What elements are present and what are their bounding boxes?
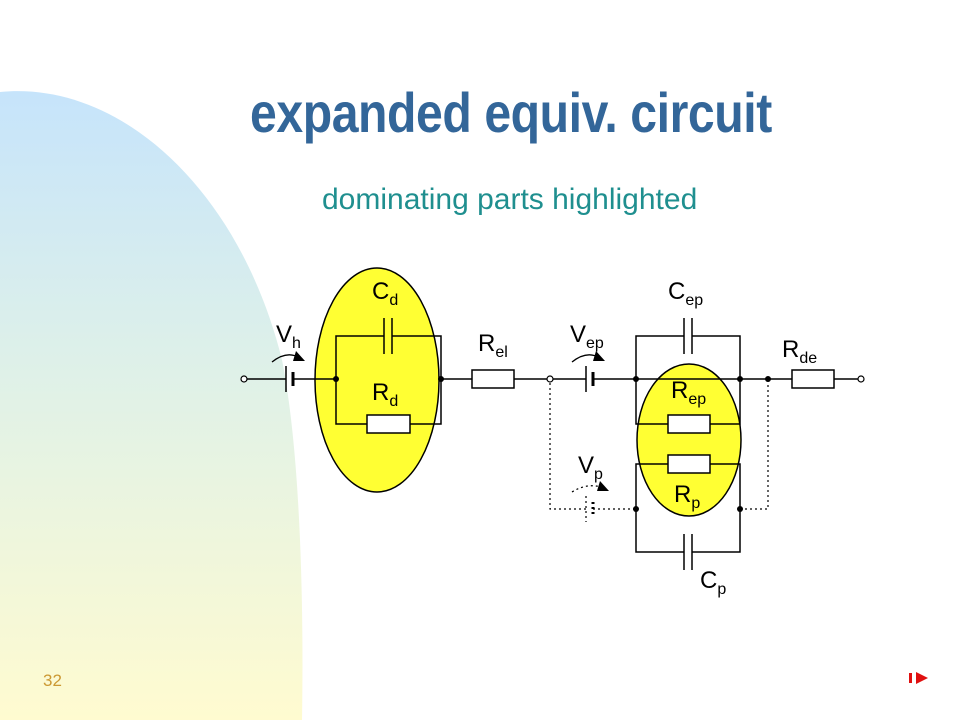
slide-title: expanded equiv. circuit: [250, 81, 772, 144]
node-p-right: [737, 506, 743, 512]
terminal-junction: [546, 375, 554, 383]
terminal-right: [857, 375, 865, 383]
wire-cd-loop: [335, 335, 442, 379]
label-vep: Vep: [570, 321, 604, 352]
wire-cp-loop: [635, 509, 741, 553]
label-rd: Rd: [372, 379, 398, 410]
vp-arrow-head: [597, 481, 609, 491]
slide-subtitle: dominating parts highlighted: [322, 183, 698, 216]
resistor-rp: [667, 454, 711, 474]
wire-dotted-left: [549, 383, 586, 510]
label-rp: Rp: [674, 481, 700, 512]
label-rde: Rde: [782, 336, 817, 367]
slide-page-number: 32: [43, 671, 62, 690]
label-rel: Rel: [478, 330, 508, 361]
label-cep: Cep: [668, 278, 703, 309]
node-d-left: [333, 376, 339, 382]
node-p-left: [633, 506, 639, 512]
node-output: [765, 376, 771, 382]
label-vp: Vp: [578, 452, 603, 483]
wire-rep-loop: [635, 379, 741, 425]
node-ep-left: [633, 376, 639, 382]
node-ep-right: [737, 376, 743, 382]
resistor-rep: [667, 414, 711, 434]
highlight-ellipse-ep-p: [636, 363, 742, 517]
wire-rd-loop: [335, 379, 442, 425]
next-slide-arrow-icon[interactable]: [908, 670, 930, 686]
wire-dotted-right: [740, 379, 769, 510]
resistor-rd: [366, 414, 411, 434]
wire-rp-loop: [635, 463, 741, 509]
vh-arrow-head: [293, 351, 305, 361]
label-cp: Cp: [700, 567, 726, 598]
terminal-left: [240, 375, 248, 383]
label-rep: Rep: [671, 377, 706, 408]
label-cd: Cd: [372, 278, 398, 309]
resistor-rel: [471, 369, 515, 389]
label-vh: Vh: [276, 321, 301, 352]
vep-arrow-head: [593, 351, 605, 361]
resistor-rde: [791, 369, 835, 389]
node-d-right: [438, 376, 444, 382]
wire-cep-loop: [635, 335, 741, 379]
